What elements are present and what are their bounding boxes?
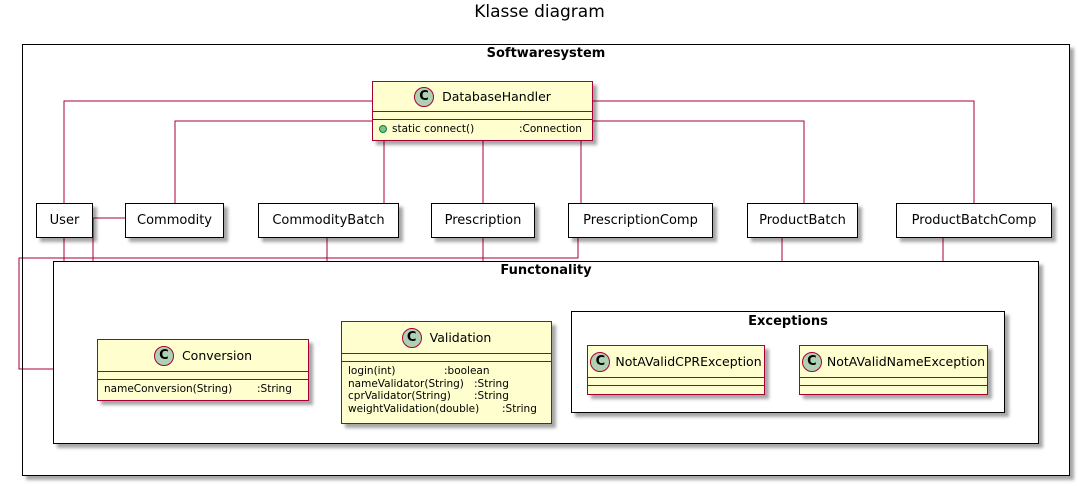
class-name: NotAValidCPRException xyxy=(615,354,762,369)
method-return-type: :String xyxy=(502,402,537,415)
class-fields-separator xyxy=(98,372,308,380)
link-dbhandler-productbatch xyxy=(593,120,805,203)
class-not-a-valid-name-exception[interactable]: C NotAValidNameException xyxy=(799,345,988,395)
component-commodity-batch-label: CommodityBatch xyxy=(272,213,385,228)
class-c-icon: C xyxy=(153,345,174,366)
component-user[interactable]: User xyxy=(36,203,93,238)
package-functionality-title: Functonality xyxy=(500,263,592,278)
class-name: NotAValidNameException xyxy=(826,354,986,369)
link-prescriptioncomp-functionality xyxy=(18,238,579,370)
link-dbhandler-user xyxy=(63,100,372,203)
method-return-type: :boolean xyxy=(444,365,490,377)
class-not-a-valid-cpr-exception-header: C NotAValidCPRException xyxy=(588,346,764,378)
method-signature: cprValidator(String) xyxy=(348,390,451,402)
component-product-batch[interactable]: ProductBatch xyxy=(747,203,858,238)
method-signature: login(int) xyxy=(348,365,396,377)
class-conversion[interactable]: C Conversion nameConversion(String) :Str… xyxy=(97,339,309,401)
class-fields-separator xyxy=(588,378,764,386)
class-method-row: cprValidator(String) :String xyxy=(342,390,551,403)
method-signature: static connect() xyxy=(373,123,519,136)
class-method-row: login(int) :boolean xyxy=(342,365,551,378)
class-not-a-valid-cpr-exception[interactable]: C NotAValidCPRException xyxy=(587,345,765,395)
component-prescription-label: Prescription xyxy=(444,213,522,228)
class-fields-separator xyxy=(800,378,987,386)
link-dbhandler-commodity xyxy=(174,120,372,203)
class-validation[interactable]: C Validation login(int) :boolean nameVal… xyxy=(341,321,552,424)
method-signature: nameConversion(String) xyxy=(104,383,233,395)
component-prescription[interactable]: Prescription xyxy=(431,203,535,238)
component-prescription-comp[interactable]: PrescriptionComp xyxy=(568,203,713,238)
method-return-type: :String xyxy=(474,377,509,390)
class-database-handler[interactable]: C DatabaseHandler static connect() :Conn… xyxy=(372,81,593,141)
method-signature-text: static connect() xyxy=(392,123,475,135)
class-not-a-valid-name-exception-header: C NotAValidNameException xyxy=(800,346,987,378)
package-exceptions-title: Exceptions xyxy=(748,314,828,329)
class-c-icon: C xyxy=(401,327,422,348)
link-dbhandler-productbatchcomp xyxy=(593,100,975,203)
public-visibility-icon xyxy=(379,125,387,133)
class-database-handler-header: C DatabaseHandler xyxy=(373,82,592,112)
class-name: DatabaseHandler xyxy=(442,89,551,104)
component-product-batch-label: ProductBatch xyxy=(759,213,846,228)
component-commodity[interactable]: Commodity xyxy=(125,203,224,238)
component-product-batch-comp[interactable]: ProductBatchComp xyxy=(896,203,1052,238)
class-method-row: nameConversion(String) :String xyxy=(98,380,308,396)
class-name: Validation xyxy=(429,330,492,345)
class-c-icon: C xyxy=(590,351,611,372)
class-fields-separator xyxy=(373,112,592,120)
package-softwaresystem xyxy=(22,44,1070,476)
component-commodity-label: Commodity xyxy=(137,213,212,228)
method-signature: weightValidation(double) xyxy=(348,402,480,415)
class-method-list: login(int) :boolean nameValidator(String… xyxy=(342,362,551,415)
class-conversion-header: C Conversion xyxy=(98,340,308,372)
class-method-row: weightValidation(double) :String xyxy=(342,403,551,416)
class-c-icon: C xyxy=(414,86,435,107)
method-signature: nameValidator(String) xyxy=(348,377,464,390)
component-commodity-batch[interactable]: CommodityBatch xyxy=(258,203,399,238)
package-softwaresystem-title: Softwaresystem xyxy=(486,46,606,61)
component-prescription-comp-label: PrescriptionComp xyxy=(583,213,698,228)
class-fields-separator xyxy=(342,354,551,362)
method-return-type: :String xyxy=(257,383,292,395)
diagram-title: Klasse diagram xyxy=(474,2,605,22)
class-c-icon: C xyxy=(801,351,822,372)
method-return-type: :Connection xyxy=(519,123,582,135)
method-return-type: :String xyxy=(474,390,509,402)
component-product-batch-comp-label: ProductBatchComp xyxy=(911,213,1037,228)
class-validation-header: C Validation xyxy=(342,322,551,354)
class-method-row: static connect() :Connection xyxy=(373,120,592,136)
class-method-row: nameValidator(String) :String xyxy=(342,378,551,391)
class-name: Conversion xyxy=(181,348,253,363)
component-user-label: User xyxy=(49,213,80,228)
